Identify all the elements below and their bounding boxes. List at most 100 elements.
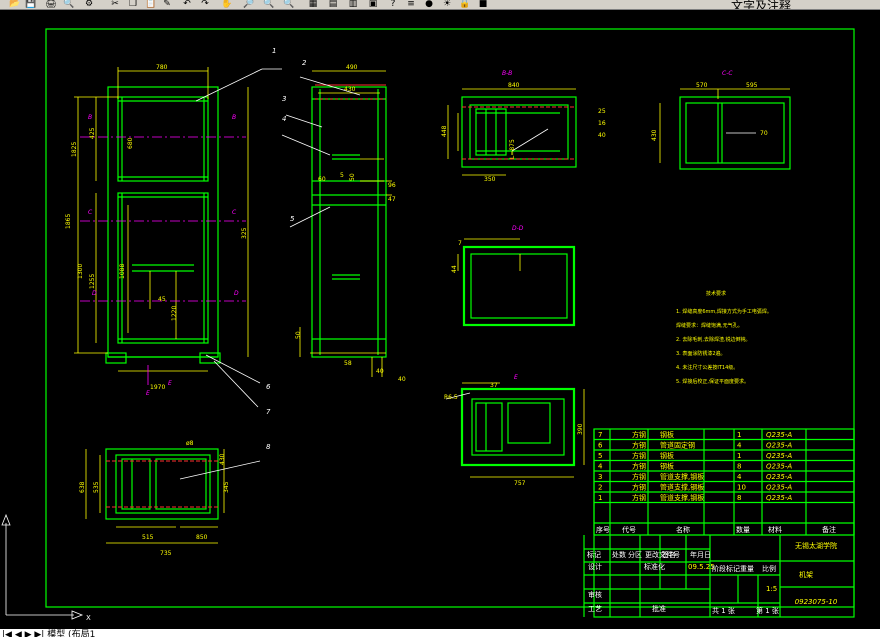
revision-label: 年月日 [690, 550, 711, 559]
bom-header: 代号 [622, 525, 636, 534]
check-label: 审核 [588, 590, 602, 599]
section-marker: D [234, 290, 239, 297]
layout-tabs-bar: |◀ ◀ ▶ ▶| 模型 (布局1 [0, 629, 880, 637]
side-view [299, 70, 392, 377]
bottom-dim: ø8 [186, 440, 194, 447]
layer-manager-icon[interactable]: ≡ [407, 0, 415, 9]
bottom-dim: 638 [79, 481, 86, 493]
bom-header: 数量 [736, 525, 750, 534]
current-layer-dropdown[interactable]: 文字及注释 [731, 0, 792, 10]
part-name: 机架 [799, 570, 813, 579]
undo-icon[interactable]: ↶ [183, 0, 191, 9]
e-dim: 37 [490, 382, 498, 389]
bom-code: 方钢 [632, 483, 646, 492]
bom-material: Q235-A [766, 494, 792, 502]
print-icon[interactable]: 🖨 [45, 0, 57, 9]
bb-dim: 16 [598, 120, 606, 127]
section-dd-view [457, 238, 576, 327]
note-line: 1. 焊缝高度6mm,焊接方式为手工电弧焊。 [676, 308, 772, 315]
note-line: 4. 未注尺寸公差按IT14级。 [676, 364, 738, 371]
revision-label: 签名 [662, 550, 676, 559]
e-dim: 757 [514, 480, 526, 487]
tool-palettes-icon[interactable]: ▥ [348, 0, 358, 9]
bom-qty: 8 [737, 494, 741, 502]
open-icon[interactable]: 📂 [9, 0, 21, 9]
bom-material: Q235-A [766, 463, 792, 471]
sheet-set-icon[interactable]: ▣ [368, 0, 378, 9]
design-label: 设计 [588, 562, 602, 571]
layer-sun-icon[interactable]: ☀ [442, 0, 452, 9]
section-marker: E [146, 390, 150, 397]
bom-name: 钢板 [660, 462, 674, 471]
section-marker: C [232, 209, 237, 216]
bom-seq: 5 [598, 452, 602, 460]
save-icon[interactable]: 💾 [25, 0, 37, 9]
title-block [583, 428, 855, 618]
section-marker: E [168, 380, 172, 387]
scale-value: 1:5 [766, 585, 777, 593]
layer-lock-icon[interactable]: 🔒 [459, 0, 471, 9]
plot-preview-icon[interactable]: 🔍 [63, 0, 75, 9]
side-dim: 5 [340, 172, 344, 179]
bom-material: Q235-A [766, 431, 792, 439]
zoom-realtime-icon[interactable]: 🔎 [243, 0, 255, 9]
help-icon[interactable]: ? [390, 0, 396, 9]
bom-qty: 1 [737, 431, 741, 439]
bottom-dim: 430 [219, 453, 226, 465]
layout-tabs[interactable]: |◀ ◀ ▶ ▶| 模型 (布局1 [2, 630, 96, 637]
bom-code: 方钢 [632, 430, 646, 439]
scale-label: 比例 [762, 564, 776, 573]
design-center-icon[interactable]: ▤ [328, 0, 338, 9]
bom-seq: 3 [598, 473, 602, 481]
front-view [74, 67, 249, 385]
bb-dim: 840 [508, 82, 520, 89]
front-dim: 325 [241, 227, 248, 239]
revision-label: 处数 [612, 550, 626, 559]
zoom-window-icon[interactable]: 🔍 [263, 0, 275, 9]
side-dim: 58 [344, 360, 352, 367]
pan-icon[interactable]: ✋ [221, 0, 233, 9]
properties-icon[interactable]: ▦ [308, 0, 318, 9]
dd-dim: 44 [451, 265, 458, 273]
standard-toolbar: 📂 💾 🖨 🔍 ⚙ ✂ ❐ 📋 ✎ ↶ ↷ ✋ 🔎 🔍 🔍 ▦ ▤ ▥ ▣? ≡ ● ☀ 🔒 ■ 文字及注释 [0, 0, 880, 10]
cc-dim: 430 [651, 129, 658, 141]
zoom-previous-icon[interactable]: 🔍 [283, 0, 295, 9]
bom-header: 序号 [596, 525, 610, 534]
side-dim: 96 [388, 182, 396, 189]
bom-qty: 10 [737, 484, 746, 492]
bom-seq: 6 [598, 442, 603, 450]
bom-name: 管道支撑,钢板 [660, 483, 704, 492]
paste-icon[interactable]: 📋 [145, 0, 157, 9]
cc-dim: 570 [696, 82, 708, 89]
redo-icon[interactable]: ↷ [201, 0, 209, 9]
bom-material: Q235-A [766, 452, 792, 460]
bom-code: 方钢 [632, 462, 646, 471]
bom-name: 钢板 [660, 451, 674, 460]
bb-dim: 40 [598, 132, 606, 139]
copy-icon[interactable]: ❐ [128, 0, 138, 9]
bottom-view [85, 448, 225, 544]
side-dim: 490 [346, 64, 358, 71]
drawing-canvas[interactable]: 技术要求 1. 焊缝高度6mm,焊接方式为手工电弧焊。 焊缝要求：焊缝饱满,无气… [0, 9, 880, 629]
publish-icon[interactable]: ⚙ [84, 0, 94, 9]
front-dim: 1255 [89, 274, 96, 289]
notes-title: 技术要求 [706, 290, 726, 297]
leader-lines [179, 68, 361, 480]
section-cc-title: C-C [722, 70, 733, 77]
cut-icon[interactable]: ✂ [111, 0, 119, 9]
section-cc-view [659, 88, 791, 170]
bom-code: 方钢 [632, 493, 646, 502]
note-line: 2. 去除毛刺,去除焊渣,锐边倒钝。 [676, 336, 751, 343]
bottom-dim: 515 [142, 534, 154, 541]
front-dim: 1300 [77, 264, 84, 279]
match-properties-icon[interactable]: ✎ [163, 0, 171, 9]
layer-color-icon[interactable]: ■ [478, 0, 488, 9]
bom-material: Q235-A [766, 473, 792, 481]
bom-header: 材料 [768, 525, 782, 534]
date-value: 09.5.25 [688, 563, 715, 571]
part-callout-2: 2 [302, 59, 307, 67]
side-dim: 40 [398, 376, 406, 383]
layer-bulb-icon[interactable]: ● [425, 0, 433, 9]
